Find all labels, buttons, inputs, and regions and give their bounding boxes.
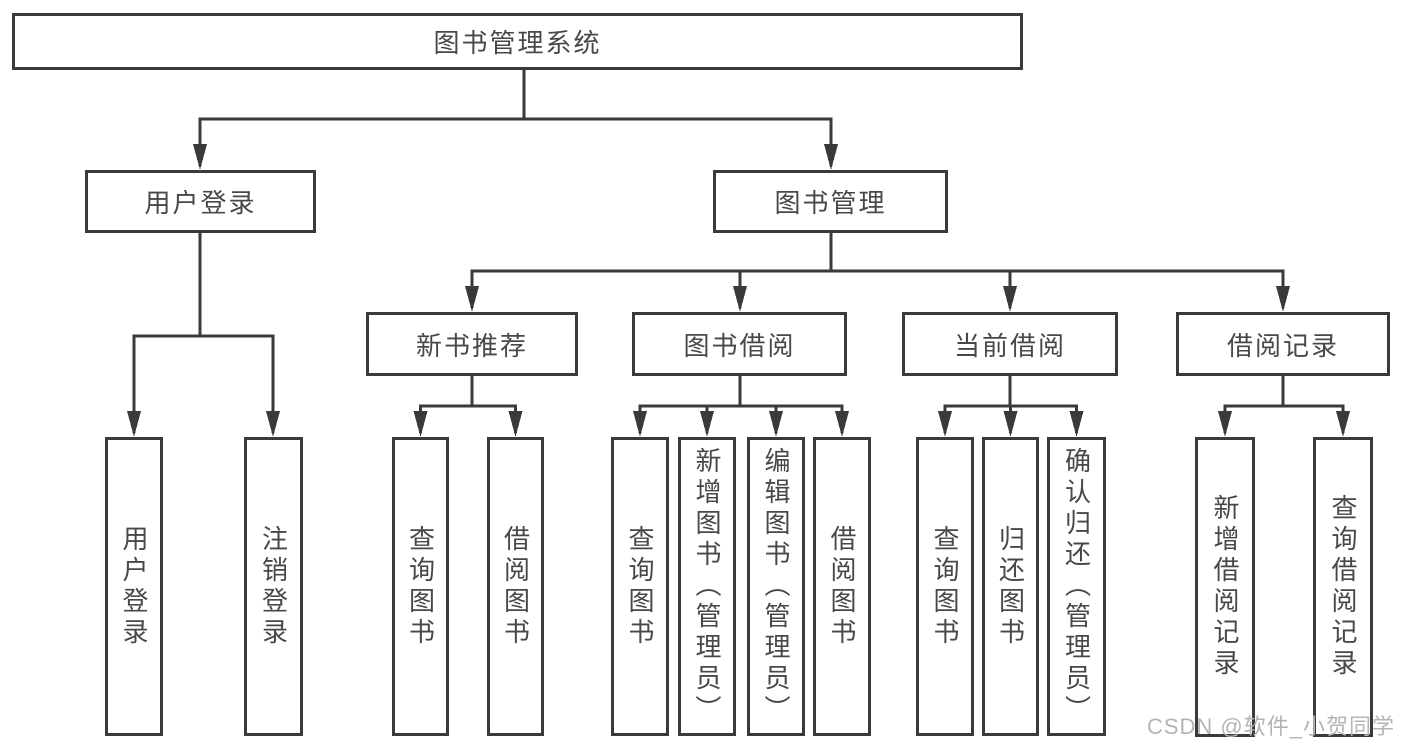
leaf-recommend-borrow-book: 借阅图书 bbox=[487, 437, 544, 736]
node-book-management-label: 图书管理 bbox=[774, 188, 887, 218]
leaf-recommend-borrow-book-label: 借阅图书 bbox=[500, 524, 531, 649]
leaf-return-book-label: 归还图书 bbox=[995, 524, 1026, 649]
csdn-watermark: CSDN @软件_小贺同学 bbox=[1146, 714, 1395, 739]
leaf-return-book: 归还图书 bbox=[982, 437, 1039, 736]
node-new-book-recommend-label: 新书推荐 bbox=[415, 330, 528, 361]
leaf-logout-login-label: 注销登录 bbox=[258, 524, 289, 649]
node-user-login: 用户登录 bbox=[85, 170, 316, 233]
leaf-borrow-book: 借阅图书 bbox=[813, 437, 871, 736]
node-book-borrow: 图书借阅 bbox=[632, 312, 847, 376]
leaf-edit-book-admin: 编辑图书（管理员） bbox=[747, 437, 805, 736]
leaf-borrow-book-label: 借阅图书 bbox=[827, 524, 857, 649]
leaf-current-query-book-label: 查询图书 bbox=[930, 524, 960, 649]
leaf-user-login: 用户登录 bbox=[105, 437, 163, 736]
leaf-add-borrow-record-label: 新增借阅记录 bbox=[1210, 494, 1240, 680]
node-borrow-records: 借阅记录 bbox=[1176, 312, 1390, 376]
leaf-query-borrow-record-label: 查询借阅记录 bbox=[1328, 494, 1358, 680]
leaf-add-book-admin-label: 新增图书（管理员） bbox=[692, 447, 722, 726]
leaf-query-borrow-record: 查询借阅记录 bbox=[1313, 437, 1373, 737]
node-root-system-label: 图书管理系统 bbox=[433, 28, 602, 58]
leaf-edit-book-admin-label: 编辑图书（管理员） bbox=[761, 447, 791, 726]
node-borrow-records-label: 借阅记录 bbox=[1226, 330, 1339, 361]
node-book-management: 图书管理 bbox=[713, 170, 948, 233]
leaf-user-login-label: 用户登录 bbox=[119, 524, 149, 649]
leaf-current-query-book: 查询图书 bbox=[916, 437, 974, 736]
leaf-borrow-query-book-label: 查询图书 bbox=[625, 524, 655, 649]
node-root-system: 图书管理系统 bbox=[12, 13, 1023, 70]
leaf-borrow-query-book: 查询图书 bbox=[611, 437, 669, 736]
node-new-book-recommend: 新书推荐 bbox=[366, 312, 578, 376]
leaf-confirm-return-admin: 确认归还（管理员） bbox=[1047, 437, 1106, 736]
node-current-borrow: 当前借阅 bbox=[902, 312, 1118, 376]
leaf-confirm-return-admin-label: 确认归还（管理员） bbox=[1061, 447, 1092, 726]
node-user-login-label: 用户登录 bbox=[144, 188, 257, 218]
node-current-borrow-label: 当前借阅 bbox=[953, 330, 1066, 361]
leaf-recommend-query-book: 查询图书 bbox=[392, 437, 449, 736]
leaf-add-borrow-record: 新增借阅记录 bbox=[1195, 437, 1255, 737]
leaf-logout-login: 注销登录 bbox=[244, 437, 303, 736]
node-book-borrow-label: 图书借阅 bbox=[683, 330, 796, 361]
leaf-add-book-admin: 新增图书（管理员） bbox=[678, 437, 736, 736]
leaf-recommend-query-book-label: 查询图书 bbox=[405, 524, 436, 649]
